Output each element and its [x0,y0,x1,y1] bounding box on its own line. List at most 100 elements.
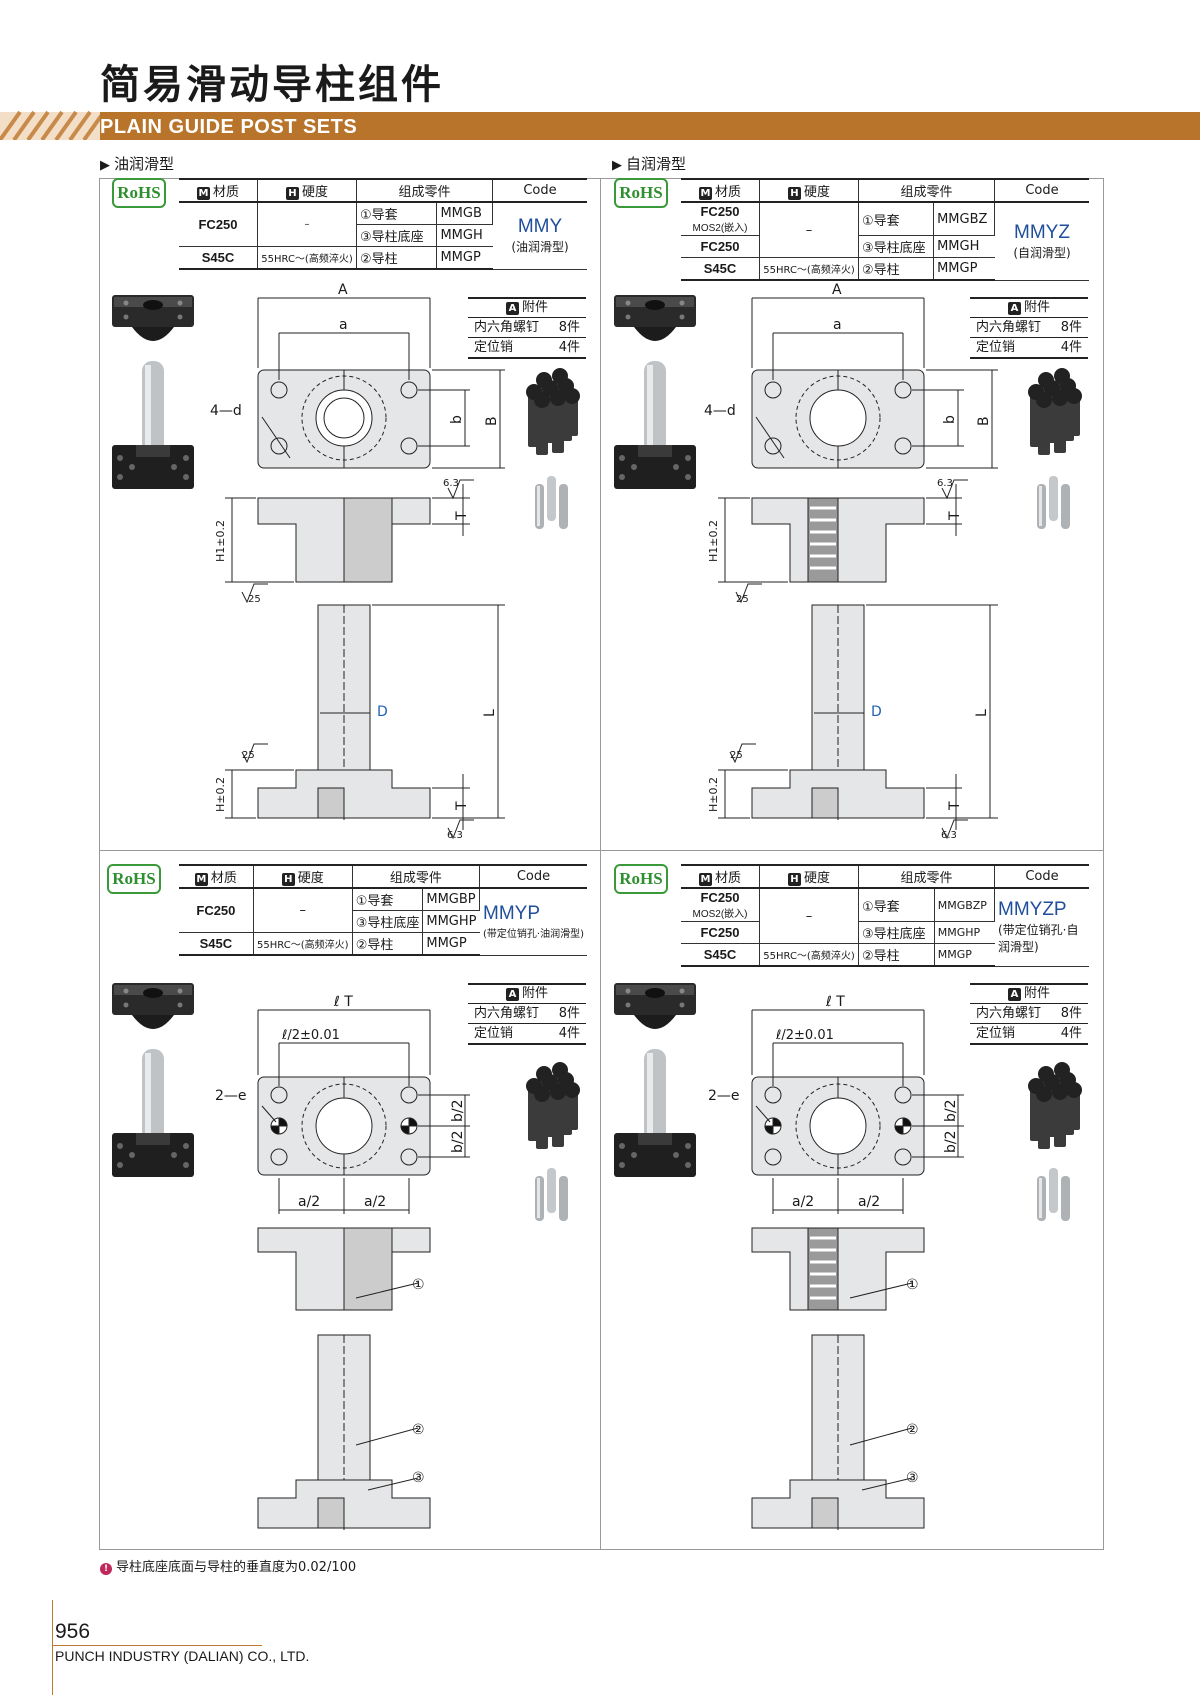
part-cell: ③导柱底座 [356,224,438,247]
banner-bar [92,112,1200,140]
callout-1: ① [906,1277,919,1293]
dim-lT: ℓ T [825,994,845,1010]
dim-b-half: b/2 [450,1130,466,1153]
part-cell: ①导套 [858,202,935,236]
callout-1: ① [412,1277,425,1293]
page-subtitle: PLAIN GUIDE POST SETS [100,116,358,138]
hardness-cell: 55HRC～(高频淬火) [257,246,357,270]
roughness-label: 6.3 [937,478,953,489]
part-cell: ②导柱 [356,246,438,270]
dim-L: L [974,709,990,717]
dim-A: A [832,282,842,298]
dim-B: B [976,416,992,426]
screws-photo [526,368,580,455]
roughness-label: 25 [736,594,749,605]
footnote-text: 导柱底座底面与导柱的垂直度为0.02/100 [116,1560,357,1575]
column-divider [600,178,601,1550]
triangle-icon: ▶ [100,158,110,173]
roughness-label: 25 [248,594,261,605]
dim-D: D [377,704,388,720]
dim-holes: 2—e [708,1088,740,1104]
dim-b: b [942,415,958,424]
callout-2: ② [906,1422,919,1438]
dim-T: T [454,511,470,521]
row-divider [99,850,1103,851]
dim-b-half: b/2 [450,1099,466,1122]
pins-photo [535,476,568,529]
hardness-cell: – [257,202,357,247]
callout-3: ③ [412,1470,425,1486]
part-code-cell: MMGP [933,257,995,281]
material-cell: FC250 [179,202,258,247]
part-cell: ①导套 [356,202,438,225]
dim-T: T [947,511,963,521]
dim-holes: 2—e [215,1088,247,1104]
dim-lT: ℓ T [333,994,353,1010]
dim-T: T [454,801,470,811]
screws-photo [1028,1062,1082,1149]
pins-photo [1037,476,1070,529]
drawing-mmyzp [751,1009,964,1530]
rohs-badge: RoHS [614,864,668,894]
footnote: ! 导柱底座底面与导柱的垂直度为0.02/100 [100,1556,356,1575]
dim-T: T [947,801,963,811]
roughness-label: 6.3 [443,478,459,489]
dim-A: A [338,282,348,298]
part-code-cell: MMGH [933,235,995,258]
dim-holes: 4—d [210,403,242,419]
dim-holes: 4—d [704,403,736,419]
dim-a: a [833,317,842,333]
rohs-badge: RoHS [112,178,166,208]
part-cell: ②导柱 [858,257,935,281]
product-photo [112,983,194,1177]
product-photo [614,295,696,489]
header-code: Code [492,178,587,203]
dim-a-half: a/2 [298,1194,320,1210]
screws-photo [1028,368,1082,455]
callout-3: ③ [906,1470,919,1486]
dim-H: H±0.2 [707,777,720,812]
dim-a: a [339,317,348,333]
hardness-cell: 55HRC～(高频淬火) [759,257,859,281]
warning-icon: ! [100,1563,112,1575]
drawing-mmy [225,297,505,830]
code-cell: MMYZP(带定位销孔·自润滑型) [994,888,1089,967]
dim-b-half: b/2 [943,1099,959,1122]
dim-D: D [871,704,882,720]
hardness-cell: – [759,202,859,258]
roughness-label: 6.3 [447,830,463,841]
header-parts: 组成零件 [356,178,493,203]
pins-photo [1037,1168,1070,1221]
part-code-cell: MMGH [436,224,493,247]
dim-l-half: ℓ/2±0.01 [775,1028,834,1043]
title-banner: PLAIN GUIDE POST SETS [0,108,1200,140]
screws-photo [526,1062,580,1149]
page-number: 956 [55,1620,91,1643]
dim-a-half: a/2 [858,1194,880,1210]
dim-L: L [482,709,498,717]
material-cell: S45C [681,257,760,281]
product-photo [614,983,696,1177]
product-photo [112,295,194,489]
roughness-marks [241,479,968,840]
section-oil-label: 油润滑型 [114,155,175,173]
banner-stripes [0,110,100,140]
drawing-mmyp [257,1009,470,1530]
roughness-label: 25 [730,750,743,761]
dim-b: b [449,415,465,424]
code-cell: MMYZ(自润滑型) [994,202,1089,281]
material-cell: FC250 [681,235,760,258]
page-title: 简易滑动导柱组件 [100,62,444,108]
dim-H: H±0.2 [214,777,227,812]
code-cell: MMY(油润滑型) [492,202,587,270]
dim-H1: H1±0.2 [707,520,720,562]
rohs-badge: RoHS [107,864,161,894]
